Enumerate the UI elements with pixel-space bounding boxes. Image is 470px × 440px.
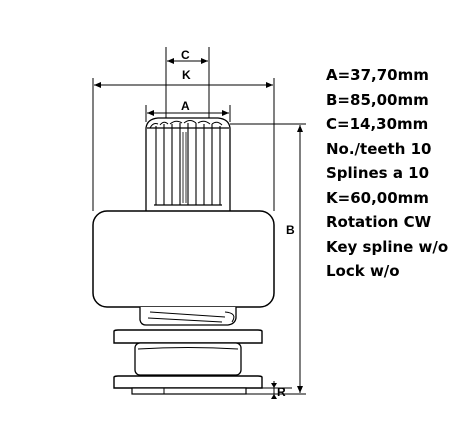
dimension-label-b: B <box>286 223 295 237</box>
spec-item: No./teeth 10 <box>326 139 432 158</box>
spec-item: A=37,70mm <box>326 66 429 84</box>
spec-item: Splines a 10 <box>326 164 430 182</box>
base-lip <box>131 387 247 395</box>
upper-flange <box>113 329 263 344</box>
spec-item: C=14,30mm <box>326 115 429 133</box>
spec-list: A=37,70mm B=85,00mm C=14,30mm No./teeth … <box>326 63 448 284</box>
dimension-label-r: R <box>277 385 286 399</box>
dimension-label-a: A <box>181 99 190 113</box>
spec-item: B=85,00mm <box>326 90 429 109</box>
spec-item: Lock w/o <box>326 262 400 280</box>
clutch-housing <box>92 210 275 308</box>
starter-drive-part <box>92 117 275 395</box>
pinion-gear <box>145 117 231 213</box>
spec-item: Key spline w/o <box>326 237 449 256</box>
hub <box>134 342 242 376</box>
spec-item: Rotation CW <box>326 213 432 231</box>
spec-item: K=60,00mm <box>326 188 429 207</box>
dimension-label-k: K <box>182 68 191 82</box>
dimension-label-c: C <box>181 48 190 62</box>
dimension-lines <box>92 47 306 399</box>
lower-flange <box>113 375 263 389</box>
drive-spring <box>139 307 237 326</box>
